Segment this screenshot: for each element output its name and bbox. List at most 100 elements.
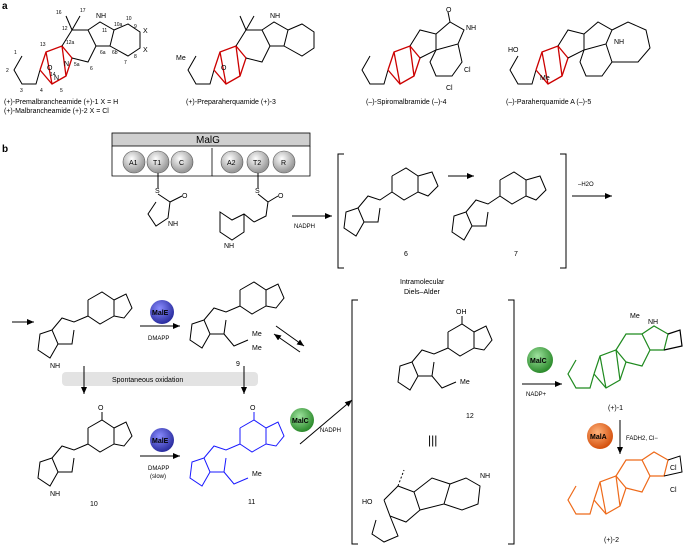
compound-12-number: 12 [466,413,474,420]
cofactor-minus-water: –H2O [578,182,594,188]
atom-o-sub1: O [182,193,188,200]
malg-nrps: MalG A1 T1 C A2 T2 R S S O O NH NH [111,132,311,250]
atom-num-11: 11 [102,28,107,34]
atom-me-9b: Me [252,345,262,352]
compound-1-number: (+)-1 [608,405,623,412]
atom-nh-8: NH [50,363,60,370]
equivalence-mark: ||| [428,433,437,447]
spontaneous-oxidation-bar [62,372,258,386]
cofactor-nadph-1: NADPH [294,224,315,230]
equilibrium-arrow-top [275,325,305,347]
atom-me-12: Me [460,379,470,386]
atom-cl-2b: Cl [670,487,677,494]
atom-number-labels: 1 2 3 4 5 5a 6 6a 6b 7 8 9 10 10a 11 12 … [6,8,137,94]
atom-num-14: 14 [50,72,56,78]
cofactor-dmapp-1: DMAPP [148,336,169,342]
atom-o-11: O [250,405,256,412]
structure-2-product [567,451,669,515]
domain-r-label: R [281,160,286,167]
atom-nh-12b: NH [480,473,490,480]
atom-me-9a: Me [252,331,262,338]
structure-2-aryl [663,455,683,477]
domain-r [272,150,296,174]
atom-oh-5: HO [508,47,519,54]
structure-10 [37,412,133,487]
atom-cl-4a: Cl [464,67,471,74]
compound-9-number: 9 [236,361,240,368]
atom-o-3: O [221,65,227,72]
atom-nh-sub1: NH [168,221,178,228]
domain-t2-label: T2 [253,160,261,167]
atom-nh-4: NH [466,25,476,32]
domain-a2 [220,150,244,174]
atom-ho-12b: HO [362,499,373,506]
spontaneous-oxidation-label: Spontaneous oxidation [112,377,183,384]
domain-a1 [122,150,146,174]
enzyme-mala-label: MalA [590,434,607,441]
arrow-11-to-12 [299,399,353,445]
compound-4-label: (–)-Spiromalbramide (–)-4 [366,99,447,106]
structure-12-3d [371,469,481,543]
compound-2-number: (+)-2 [604,537,619,544]
enzyme-male-1 [150,300,174,324]
compound-5-label: (–)-Paraherquamide A (–)-5 [506,99,591,106]
structure-8 [37,291,133,359]
atom-me-3: Me [176,55,186,62]
structure-12 [397,316,493,391]
atom-nh-1p: NH [648,319,658,326]
atom-nh-3: NH [270,13,280,20]
atom-num-6b: 6b [112,50,118,56]
structure-spiromalbramide [361,11,465,85]
atom-o-1: O [47,65,53,72]
diels-alder-label: Diels–Alder [404,289,440,296]
atom-num-8: 8 [134,54,137,60]
bracket-12 [351,299,515,545]
cofactor-dmapp-slow-line1: DMAPP [148,466,169,472]
compound-1-2-label-line2: (+)-Malbrancheamide (+)-2 X = Cl [4,108,109,115]
atom-nh-10: NH [50,491,60,498]
domain-t1-label: T1 [153,160,161,167]
cofactor-nadp-plus: NADP+ [526,392,547,398]
atom-num-9: 9 [134,24,137,30]
atom-num-10: 10 [126,16,132,22]
enzyme-mala [587,423,613,449]
atom-o-4: O [446,7,452,14]
domain-c-label: C [179,160,184,167]
enzyme-malc-2-label: MalC [530,358,547,365]
domain-a1-label: A1 [129,160,138,167]
atom-n-2: N [64,61,69,68]
atom-o-10: O [98,405,104,412]
structure-6 [343,167,439,237]
atom-n-1: N [54,75,59,82]
atom-cl-4b: Cl [446,85,453,92]
compound-10-number: 10 [90,501,98,508]
atom-oh-12: OH [456,309,467,316]
atom-o-sub2: O [278,193,284,200]
atom-num-6a: 6a [100,50,106,56]
atom-num-7: 7 [124,60,127,66]
compound-11-number: 11 [248,499,255,506]
panel-b-letter: b [2,144,8,155]
atom-num-2: 2 [6,68,9,74]
atom-nh-1: NH [96,13,106,20]
structure-1-product [567,325,683,389]
atom-num-12a: 12a [66,40,75,46]
cofactor-fadh2-cl: FADH2, Cl− [626,436,658,442]
atom-num-3: 3 [20,88,23,94]
structure-premalbrancheamide [13,15,141,85]
compound-6-number: 6 [404,251,408,258]
atom-num-16: 16 [56,10,62,16]
atom-me-11: Me [252,471,262,478]
enzyme-male-2-label: MalE [152,438,169,445]
tether-s1: S [155,188,160,195]
atom-num-17: 17 [80,8,86,14]
enzyme-malc-2 [527,347,553,373]
domain-a2-label: A2 [227,160,236,167]
structure-paraherquamide [509,21,651,85]
compound-1-2-label-line1: (+)-Premalbrancheamide (+)-1 X = H [4,99,118,106]
atom-nh-5: NH [614,39,624,46]
enzyme-malc-1-label: MalC [292,418,309,425]
enzyme-male-2 [150,428,174,452]
domain-c [170,150,194,174]
malg-title: MalG [196,135,220,146]
